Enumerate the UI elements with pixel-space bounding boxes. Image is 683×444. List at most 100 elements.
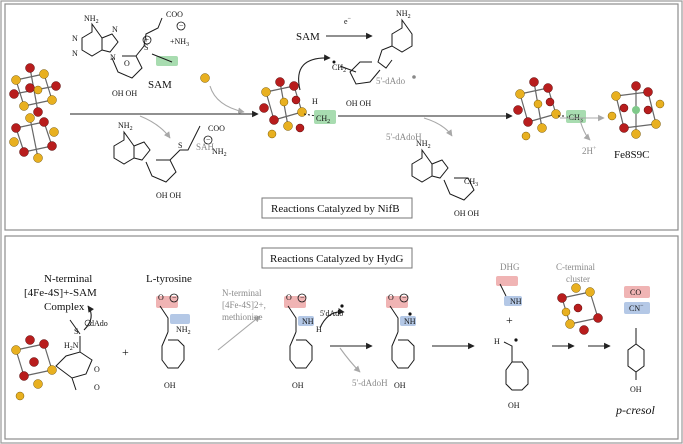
svg-text:[4Fe-4S]2+,: [4Fe-4S]2+, xyxy=(222,300,266,310)
svg-text:CO: CO xyxy=(630,288,641,297)
svg-text:NH2: NH2 xyxy=(84,14,99,25)
svg-text:O: O xyxy=(94,365,100,374)
svg-text:+: + xyxy=(145,36,150,45)
svg-text:CH2: CH2 xyxy=(332,63,346,74)
svg-text:CN−: CN− xyxy=(629,303,644,313)
svg-text:S: S xyxy=(144,43,148,52)
cluster-top-left-2 xyxy=(9,113,59,163)
dado-curve-arrow xyxy=(83,305,95,331)
intermediate-1: O − NH H OH 5'dAdo xyxy=(284,293,345,390)
sam-molecule-1: NH2 NN NN O OH OH S + COO − +NH3 SAM xyxy=(72,10,189,98)
svg-text:−: − xyxy=(402,294,407,303)
svg-text:N: N xyxy=(72,49,78,58)
cterm-label-1: C-terminal xyxy=(556,262,595,272)
svg-text:OH: OH xyxy=(394,381,406,390)
svg-text:NH2: NH2 xyxy=(416,139,431,150)
svg-text:dAdo: dAdo xyxy=(90,319,108,328)
plus-2: + xyxy=(506,313,513,327)
svg-text:e−: e− xyxy=(344,16,352,26)
svg-text:5'dAdo: 5'dAdo xyxy=(320,309,343,318)
dado-radical-molecule: NH2 OH OH 5'-dAdo xyxy=(339,9,416,108)
svg-text:COO: COO xyxy=(166,10,183,19)
svg-text:H: H xyxy=(494,337,500,346)
cterm-label-2: cluster xyxy=(566,274,590,284)
sam-complex-bonds xyxy=(55,336,93,391)
proton-release-arrow xyxy=(579,119,591,141)
svg-text:O: O xyxy=(286,293,292,302)
svg-text:OH OH: OH OH xyxy=(156,191,181,200)
p-cresol-molecule: OH xyxy=(627,328,645,394)
tyrosine-molecule: O − NH2 OH xyxy=(156,293,191,390)
complex-label-1: N-terminal xyxy=(44,273,92,285)
plus-1: + xyxy=(122,345,129,359)
svg-text:SAH: SAH xyxy=(196,142,215,152)
ch3-highlight xyxy=(566,110,586,123)
svg-text:CH2: CH2 xyxy=(316,114,330,125)
nifb-title-box xyxy=(261,197,413,219)
svg-text:−: − xyxy=(172,294,177,303)
svg-text:H: H xyxy=(312,97,318,106)
svg-text:COO: COO xyxy=(208,124,225,133)
nifb-title: Reactions Catalyzed by NifB xyxy=(271,203,400,215)
svg-text:NH: NH xyxy=(302,317,314,326)
sam-complex-cluster xyxy=(11,335,57,401)
svg-text:OH: OH xyxy=(630,385,642,394)
svg-text:OH OH: OH OH xyxy=(454,209,479,218)
svg-text:NH2: NH2 xyxy=(396,9,411,20)
svg-text:O: O xyxy=(94,383,100,392)
dadoh-release-bottom xyxy=(339,347,361,373)
sulfur-atom-loose xyxy=(200,73,210,83)
svg-text:O: O xyxy=(388,293,394,302)
complex-label-3: Complex xyxy=(44,301,85,313)
svg-text:N: N xyxy=(110,53,116,62)
svg-text:O: O xyxy=(158,293,164,302)
hydg-title: Reactions Catalyzed by HydG xyxy=(270,253,404,265)
sam-label-2: SAM xyxy=(296,31,320,43)
sah-release-arrow xyxy=(139,115,171,139)
svg-text:OH OH: OH OH xyxy=(112,89,137,98)
svg-text:OH: OH xyxy=(508,401,520,410)
co-badge xyxy=(624,286,650,298)
svg-text:5'-dAdoH: 5'-dAdoH xyxy=(352,378,388,388)
svg-text:2H+: 2H+ xyxy=(582,146,597,156)
dhg-molecule: NH xyxy=(496,276,522,306)
svg-text:+NH3: +NH3 xyxy=(170,37,189,48)
svg-text:S: S xyxy=(74,327,78,336)
cluster-mid-1 xyxy=(259,77,307,139)
svg-text:N: N xyxy=(72,34,78,43)
radical-curve-arrow xyxy=(298,54,331,91)
hydg-panel xyxy=(4,235,679,440)
intermediate-2: O − NH OH xyxy=(386,293,416,390)
complex-label-2: [4Fe-4S]+-SAM xyxy=(24,287,97,299)
svg-text:OH: OH xyxy=(164,381,176,390)
svg-text:−: − xyxy=(300,294,305,303)
svg-text:NH2: NH2 xyxy=(176,325,191,336)
hydg-title-box xyxy=(261,247,413,269)
svg-text:NH: NH xyxy=(404,317,416,326)
cluster-mid-2 xyxy=(513,77,561,141)
svg-text:NH2: NH2 xyxy=(212,147,227,158)
activation-arrow xyxy=(217,315,261,351)
dadoh-molecule: NH2 CH3 OH OH xyxy=(411,139,479,218)
svg-text:H: H xyxy=(316,325,322,334)
sam-bind-arrow xyxy=(209,85,245,114)
tyrosine-label: L-tyrosine xyxy=(146,273,192,285)
fe8s9c-cluster xyxy=(607,81,665,139)
svg-text:−: − xyxy=(179,22,184,31)
svg-text:methionine: methionine xyxy=(222,312,263,322)
ch2-highlight xyxy=(314,110,336,124)
svg-text:OH OH: OH OH xyxy=(346,99,371,108)
svg-text:H2N: H2N xyxy=(64,341,79,352)
svg-text:NH: NH xyxy=(510,297,522,306)
svg-text:N: N xyxy=(112,25,118,34)
svg-text:SAM: SAM xyxy=(148,79,172,91)
svg-text:NH2: NH2 xyxy=(118,121,133,132)
svg-text:S: S xyxy=(178,141,182,150)
p-cresol-label: p-cresol xyxy=(615,403,656,417)
dhg-label: DHG xyxy=(500,262,520,272)
svg-text:5'-dAdo: 5'-dAdo xyxy=(376,76,406,86)
svg-text:O: O xyxy=(124,59,130,68)
svg-text:N-terminal: N-terminal xyxy=(222,288,262,298)
